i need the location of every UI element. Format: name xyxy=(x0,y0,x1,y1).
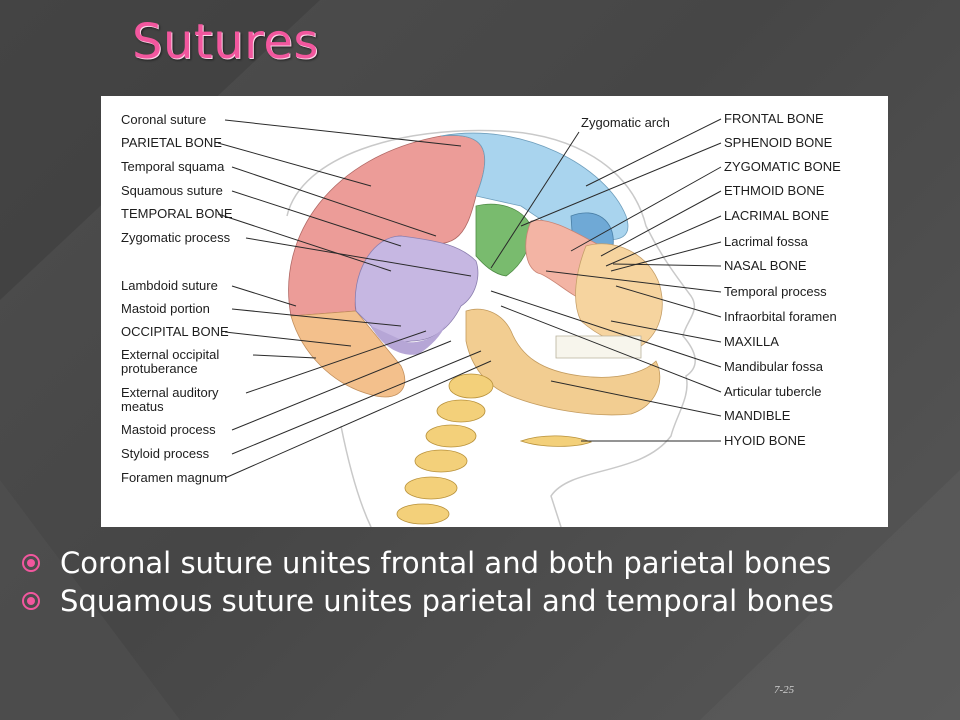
head-outline xyxy=(286,129,696,527)
label-coronal-suture: Coronal suture xyxy=(121,112,206,127)
leader-line xyxy=(217,213,392,272)
leader-line xyxy=(610,320,722,343)
leader-line xyxy=(490,290,722,368)
bullet-item-squamous: Squamous suture unites parietal and temp… xyxy=(22,586,952,616)
temporal-bone xyxy=(354,235,479,343)
leader-line xyxy=(520,142,722,227)
label-external-occipital-protuberance: External occipital xyxy=(121,347,219,362)
leader-line xyxy=(500,305,722,393)
label-articular-tubercle: Articular tubercle xyxy=(724,384,822,399)
label-sphenoid-bone: SPHENOID BONE xyxy=(724,135,833,150)
leader-line xyxy=(610,241,722,272)
label-external-auditory-meatus-line2: meatus xyxy=(121,399,164,414)
leader-line xyxy=(615,285,722,318)
bullet-list: Coronal suture unites frontal and both p… xyxy=(22,548,952,624)
bullet-text: Squamous suture unites parietal and temp… xyxy=(60,584,834,618)
label-temporal-process: Temporal process xyxy=(724,284,827,299)
label-parietal-bone: PARIETAL BONE xyxy=(121,135,222,150)
leader-line xyxy=(224,119,462,147)
mastoid-region xyxy=(371,324,446,355)
label-lacrimal-bone: LACRIMAL BONE xyxy=(724,208,829,223)
label-styloid-process: Styloid process xyxy=(121,446,210,461)
leader-line xyxy=(585,118,722,187)
label-zygomatic-process: Zygomatic process xyxy=(121,230,231,245)
label-mandibular-fossa: Mandibular fossa xyxy=(724,359,824,374)
leader-line xyxy=(245,330,427,394)
label-squamous-suture: Squamous suture xyxy=(121,183,223,198)
label-external-auditory-meatus: External auditory xyxy=(121,385,219,400)
label-maxilla: MAXILLA xyxy=(724,334,779,349)
label-mandible: MANDIBLE xyxy=(724,408,791,423)
bullet-marker-icon xyxy=(22,592,40,610)
maxilla xyxy=(575,243,663,347)
leader-line xyxy=(231,166,437,237)
label-lacrimal-fossa: Lacrimal fossa xyxy=(724,234,809,249)
bullet-text: Coronal suture unites frontal and both p… xyxy=(60,546,832,580)
label-occipital-bone: OCCIPITAL BONE xyxy=(121,324,229,339)
label-infraorbital-foramen: Infraorbital foramen xyxy=(724,309,837,324)
leader-line xyxy=(550,380,722,417)
occipital-bone xyxy=(290,310,406,398)
leader-line xyxy=(224,360,492,479)
leader-line xyxy=(605,215,722,267)
teeth xyxy=(555,335,642,359)
leader-line xyxy=(231,285,297,307)
label-temporal-squama: Temporal squama xyxy=(121,159,225,174)
sphenoid-bone xyxy=(475,203,532,277)
leader-line xyxy=(245,237,472,277)
leader-line xyxy=(612,263,722,267)
leader-line xyxy=(252,354,317,359)
right-label-group: FRONTAL BONE SPHENOID BONE ZYGOMATIC BONE E… xyxy=(724,111,841,448)
label-mastoid-portion: Mastoid portion xyxy=(121,301,210,316)
leader-line xyxy=(217,142,372,187)
hyoid-bone xyxy=(519,435,593,447)
leader-line xyxy=(600,190,722,257)
label-foramen-magnum: Foramen magnum xyxy=(121,470,227,485)
bullet-item-coronal: Coronal suture unites frontal and both p… xyxy=(22,548,952,578)
leader-line xyxy=(570,166,722,252)
label-frontal-bone: FRONTAL BONE xyxy=(724,111,824,126)
mandible xyxy=(465,308,661,416)
label-mastoid-process: Mastoid process xyxy=(121,422,216,437)
leader-line xyxy=(231,350,482,455)
leader-lines xyxy=(217,118,722,479)
bullet-marker-icon xyxy=(22,554,40,572)
label-nasal-bone: NASAL BONE xyxy=(724,258,807,273)
neck-outline xyxy=(340,425,372,527)
label-temporal-bone: TEMPORAL BONE xyxy=(121,206,233,221)
leader-line xyxy=(231,340,452,431)
leader-line xyxy=(231,308,402,327)
label-external-occipital-protuberance-line2: protuberance xyxy=(121,361,198,376)
leader-line xyxy=(545,270,722,293)
label-hyoid-bone: HYOID BONE xyxy=(724,433,806,448)
label-zygomatic-bone: ZYGOMATIC BONE xyxy=(724,159,841,174)
label-zygomatic-arch: Zygomatic arch xyxy=(581,115,670,130)
leader-line xyxy=(490,131,580,269)
leader-line xyxy=(231,190,402,247)
slide-title: Sutures xyxy=(132,14,319,70)
cervical-vertebrae xyxy=(396,373,494,525)
label-ethmoid-bone: ETHMOID BONE xyxy=(724,183,825,198)
page-number: 7-25 xyxy=(774,684,795,696)
leader-line xyxy=(224,331,352,347)
label-lambdoid-suture: Lambdoid suture xyxy=(121,278,218,293)
